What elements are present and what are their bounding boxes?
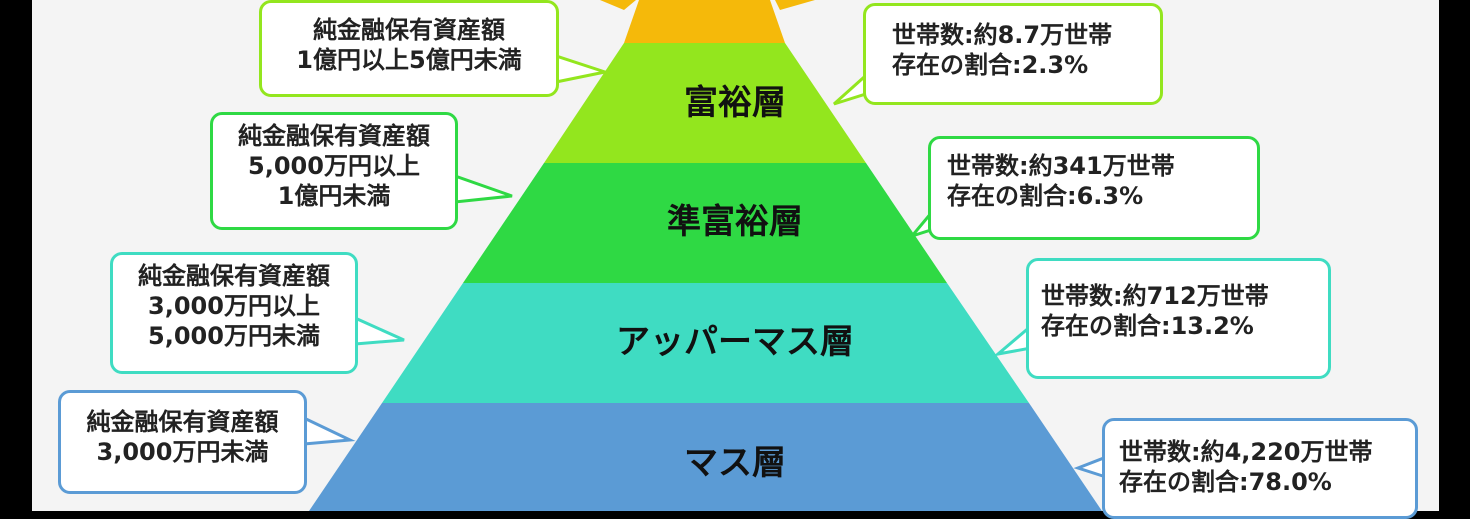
bubble-tail-assets-1 <box>554 53 611 84</box>
stats-line: 存在の割合:13.2% <box>1041 312 1254 340</box>
stats-bubble-uppermass: 世帯数:約712万世帯 存在の割合:13.2% <box>1026 258 1331 379</box>
stats-line: 世帯数:約8.7万世帯 <box>892 21 1113 49</box>
tier-label-junfuyuso: 準富裕層 <box>667 202 803 242</box>
pyramid-tier-top <box>624 0 785 43</box>
pyramid-tier-uppermass <box>382 283 1029 403</box>
assets-line: 純金融保有資産額 <box>86 408 279 436</box>
assets-bubble-mass: 純金融保有資産額 3,000万円未満 <box>58 390 307 494</box>
bubble-tail-assets-2 <box>453 173 513 204</box>
assets-line: 5,000万円未満 <box>148 322 320 350</box>
assets-bubble-junfuyuso: 純金融保有資産額 5,000万円以上 1億円未満 <box>210 112 458 230</box>
stats-line: 存在の割合:78.0% <box>1119 468 1332 496</box>
stats-line: 世帯数:約4,220万世帯 <box>1119 438 1373 466</box>
assets-line: 1億円以上5億円未満 <box>296 46 522 74</box>
assets-bubble-uppermass: 純金融保有資産額 3,000万円以上 5,000万円未満 <box>110 252 358 374</box>
pyramid-top-ray-right <box>775 0 815 10</box>
assets-bubble-fuyuso: 純金融保有資産額 1億円以上5億円未満 <box>259 0 559 97</box>
stats-line: 存在の割合:6.3% <box>947 182 1144 210</box>
tier-label-uppermass: アッパーマス層 <box>616 322 854 362</box>
stats-bubble-junfuyuso: 世帯数:約341万世帯 存在の割合:6.3% <box>928 136 1260 240</box>
stats-line: 存在の割合:2.3% <box>892 51 1089 79</box>
assets-line: 純金融保有資産額 <box>313 16 505 44</box>
bubble-tail-assets-4 <box>302 415 356 446</box>
pyramid-tier-mass <box>309 403 1102 511</box>
assets-line: 純金融保有資産額 <box>238 122 430 150</box>
assets-line: 純金融保有資産額 <box>138 262 330 290</box>
assets-line: 5,000万円以上 <box>248 152 420 180</box>
assets-line: 3,000万円未満 <box>96 438 269 466</box>
stats-bubble-fuyuso: 世帯数:約8.7万世帯 存在の割合:2.3% <box>863 3 1163 105</box>
tier-label-fuyuso: 富裕層 <box>684 83 786 123</box>
pyramid-top-ray-left <box>600 0 636 10</box>
assets-line: 1億円未満 <box>277 182 391 210</box>
assets-line: 3,000万円以上 <box>148 292 320 320</box>
pyramid-tier-fuyuso <box>544 43 866 163</box>
pyramid-tier-junfuyuso <box>463 163 947 283</box>
stats-line: 世帯数:約712万世帯 <box>1041 282 1269 310</box>
stats-bubble-mass: 世帯数:約4,220万世帯 存在の割合:78.0% <box>1102 418 1418 519</box>
tier-label-mass: マス層 <box>684 443 786 483</box>
stats-line: 世帯数:約341万世帯 <box>947 152 1175 180</box>
